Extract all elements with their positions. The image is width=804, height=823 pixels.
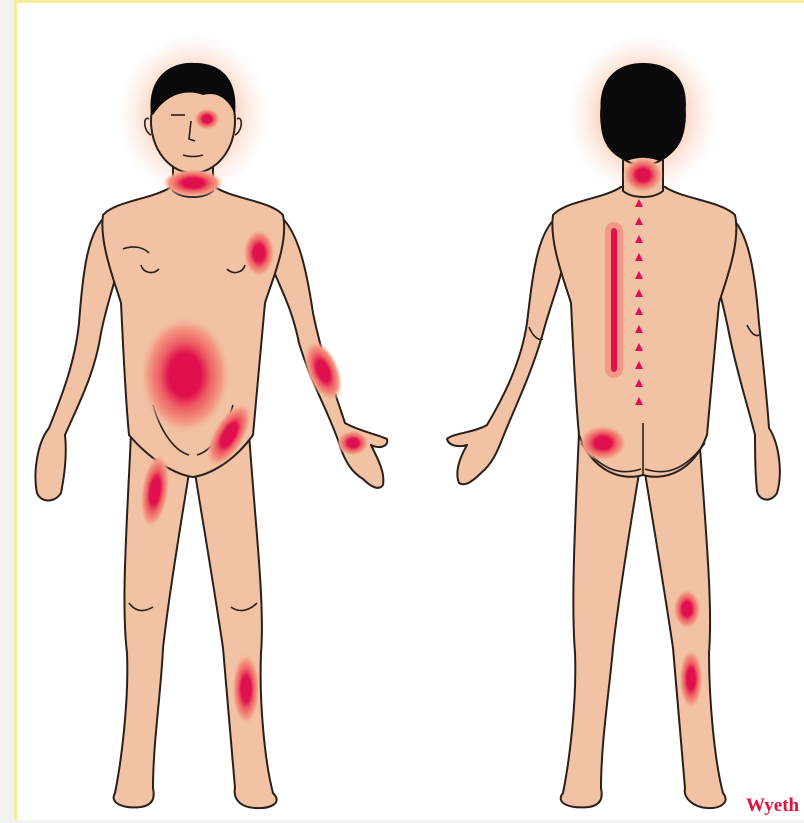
figure-panel: Wyeth	[14, 0, 804, 820]
front-shoulder-pain-spot	[243, 229, 275, 277]
back-knee-pain-spot	[673, 589, 701, 629]
wyeth-watermark: Wyeth	[746, 795, 799, 817]
back-left-arm	[447, 215, 563, 484]
back-calf-pain-spot	[679, 649, 703, 709]
back-torso	[552, 187, 736, 477]
back-hair	[601, 63, 686, 161]
back-buttock-pain-spot	[579, 425, 627, 461]
back-view	[447, 33, 780, 808]
front-hand-pain-spot	[337, 430, 369, 456]
front-shin-pain-spot	[232, 653, 260, 725]
front-right-leg	[195, 433, 277, 808]
front-neck-pain-spot	[163, 169, 223, 197]
front-abdomen-pain-spot	[139, 315, 231, 435]
back-left-leg	[561, 433, 639, 807]
body-map-diagram	[17, 3, 804, 823]
back-paraspinal-pain-band	[608, 225, 620, 375]
front-eye-pain-spot	[194, 108, 220, 130]
front-view	[36, 33, 388, 808]
back-neck-pain-spot	[623, 157, 663, 193]
